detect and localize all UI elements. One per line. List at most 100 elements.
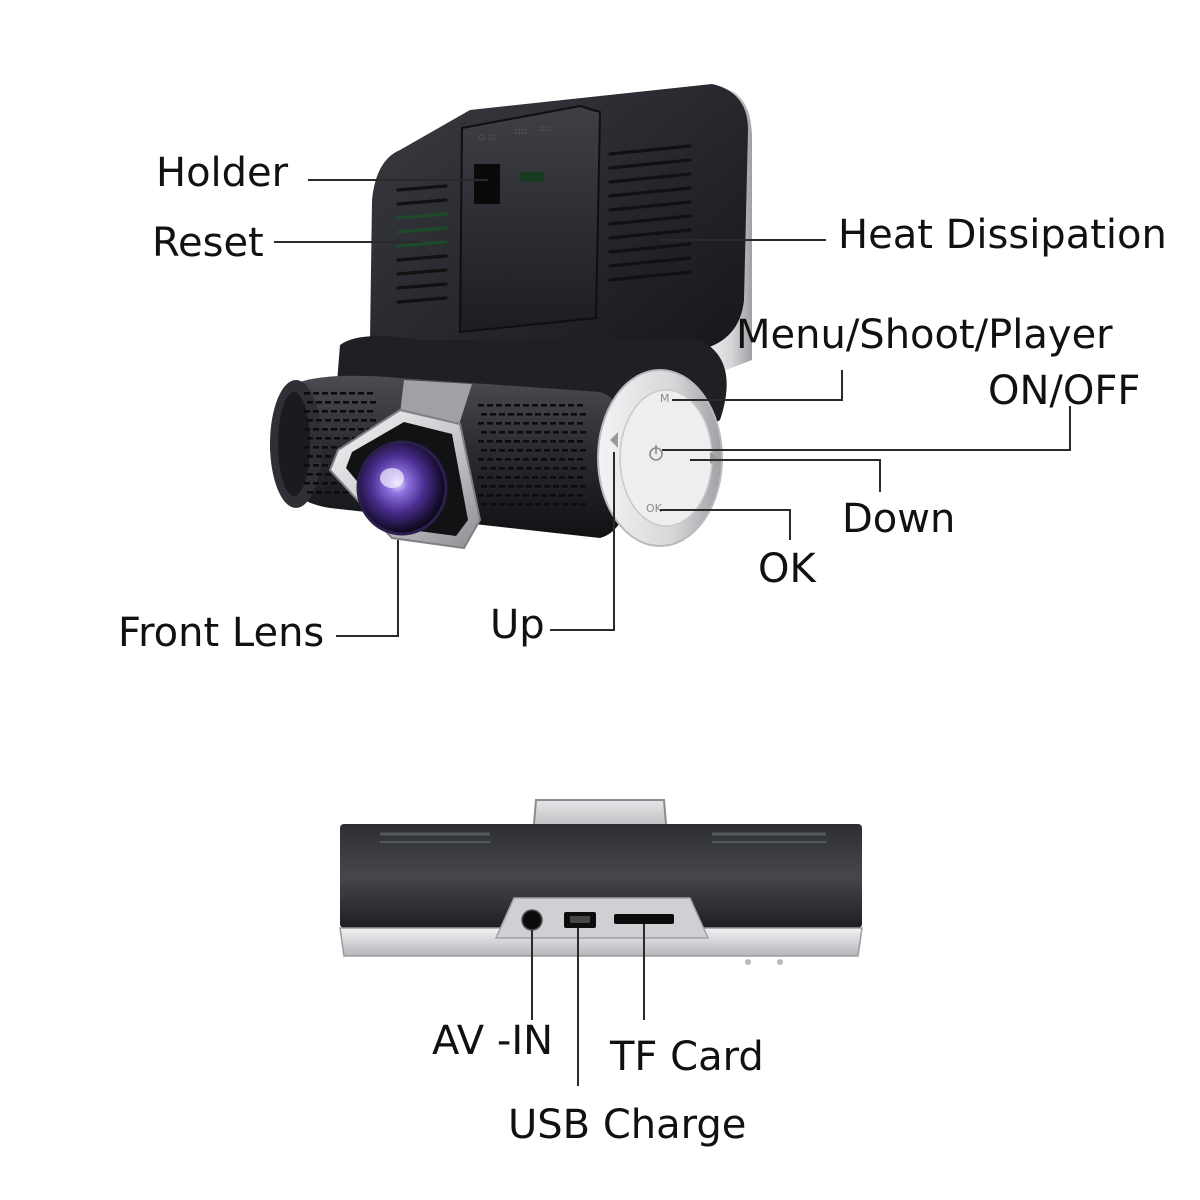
grille-slot (571, 503, 577, 506)
grille-slot (568, 494, 574, 497)
grille-slot (490, 449, 496, 452)
power-icon[interactable] (649, 445, 663, 461)
grille-slot (523, 422, 529, 425)
grille-slot (322, 392, 328, 395)
grille-slot (487, 476, 493, 479)
grille-slot (562, 485, 568, 488)
grille-slot (307, 437, 313, 440)
grille-slot (544, 485, 550, 488)
grille-slot (349, 428, 355, 431)
grille-slot (535, 503, 541, 506)
grille-slot (481, 449, 487, 452)
leader-lines-top (274, 179, 1071, 637)
grille-slot (499, 467, 505, 470)
grille-slot (505, 476, 511, 479)
grille-slot (541, 440, 547, 443)
port-bay (494, 897, 710, 939)
grille-slot (331, 410, 337, 413)
grille-slot (541, 404, 547, 407)
grille-slot (571, 485, 577, 488)
grille-slot (505, 404, 511, 407)
grille-slot (499, 431, 505, 434)
tf-card-slot[interactable] (614, 914, 674, 924)
grille-slot (559, 494, 565, 497)
label-ok: OK (758, 546, 817, 592)
grille-slot (535, 467, 541, 470)
grille-slot (559, 458, 565, 461)
label-av-in: AV -IN (432, 1018, 553, 1064)
grille-slot (331, 482, 337, 485)
labels-top: Holder Reset Heat Dissipation Menu/Shoot… (118, 150, 1167, 656)
grille-slot (532, 494, 538, 497)
grille-slot (559, 422, 565, 425)
grille-slot (307, 473, 313, 476)
grille-slot (553, 449, 559, 452)
grille-slot (304, 428, 310, 431)
grille-slot (553, 503, 559, 506)
grille-slot (514, 458, 520, 461)
grille-slot (553, 467, 559, 470)
grille-slot (535, 431, 541, 434)
dashcam-bottom-view (339, 799, 863, 965)
grille-slot (568, 404, 574, 407)
grille-slot (304, 446, 310, 449)
grille-slot (307, 491, 313, 494)
grille-slot (526, 413, 532, 416)
grille-slot (490, 467, 496, 470)
grille-slot (316, 437, 322, 440)
grille-slot (343, 437, 349, 440)
grille-slot (508, 467, 514, 470)
grille-slot (490, 431, 496, 434)
grille-slot (508, 449, 514, 452)
grille-slot (334, 419, 340, 422)
grille-slot (340, 410, 346, 413)
port-marking-2: ▫▫ (514, 126, 528, 137)
grille-slot (307, 401, 313, 404)
grille-slot (349, 392, 355, 395)
grille-slot (517, 467, 523, 470)
grille-slot (499, 503, 505, 506)
labels-bottom: AV -IN TF Card USB Charge (432, 1018, 764, 1148)
grille-slot (559, 440, 565, 443)
grille-slot (553, 413, 559, 416)
grille-slot (550, 476, 556, 479)
grille-slot (526, 485, 532, 488)
grille-slot (568, 476, 574, 479)
grille-slot (523, 494, 529, 497)
grille-slot (307, 419, 313, 422)
grille-slot (313, 446, 319, 449)
grille-slot (358, 392, 364, 395)
grille-slot (517, 431, 523, 434)
grille-slot (541, 422, 547, 425)
grille-slot (496, 404, 502, 407)
grille-slot (322, 446, 328, 449)
menu-button-mark[interactable]: M (660, 392, 670, 405)
up-arrow-icon[interactable] (610, 432, 618, 448)
grille-slot (508, 503, 514, 506)
grille-slot (577, 458, 583, 461)
grille-slot (580, 485, 586, 488)
grille-slot (343, 401, 349, 404)
grille-slot (313, 392, 319, 395)
label-front-lens: Front Lens (118, 610, 324, 656)
grille-slot (313, 464, 319, 467)
grille-slot (325, 437, 331, 440)
grille-slot (544, 449, 550, 452)
grille-slot (514, 494, 520, 497)
grille-slot (523, 458, 529, 461)
grille-slot (526, 449, 532, 452)
grille-slot (544, 413, 550, 416)
label-tf-card: TF Card (609, 1034, 764, 1080)
grille-slot (541, 476, 547, 479)
grille-slot (535, 413, 541, 416)
grille-slot (568, 422, 574, 425)
grille-slot (343, 419, 349, 422)
dashcam-top-view: ▫ ▫ ▫▫ ▫▫ (270, 84, 752, 550)
av-in-port[interactable] (521, 909, 543, 931)
grille-slot (562, 467, 568, 470)
ok-button-mark[interactable]: OK (646, 502, 663, 515)
grille-slot (508, 431, 514, 434)
grille-slot (580, 413, 586, 416)
grille-slot (526, 431, 532, 434)
